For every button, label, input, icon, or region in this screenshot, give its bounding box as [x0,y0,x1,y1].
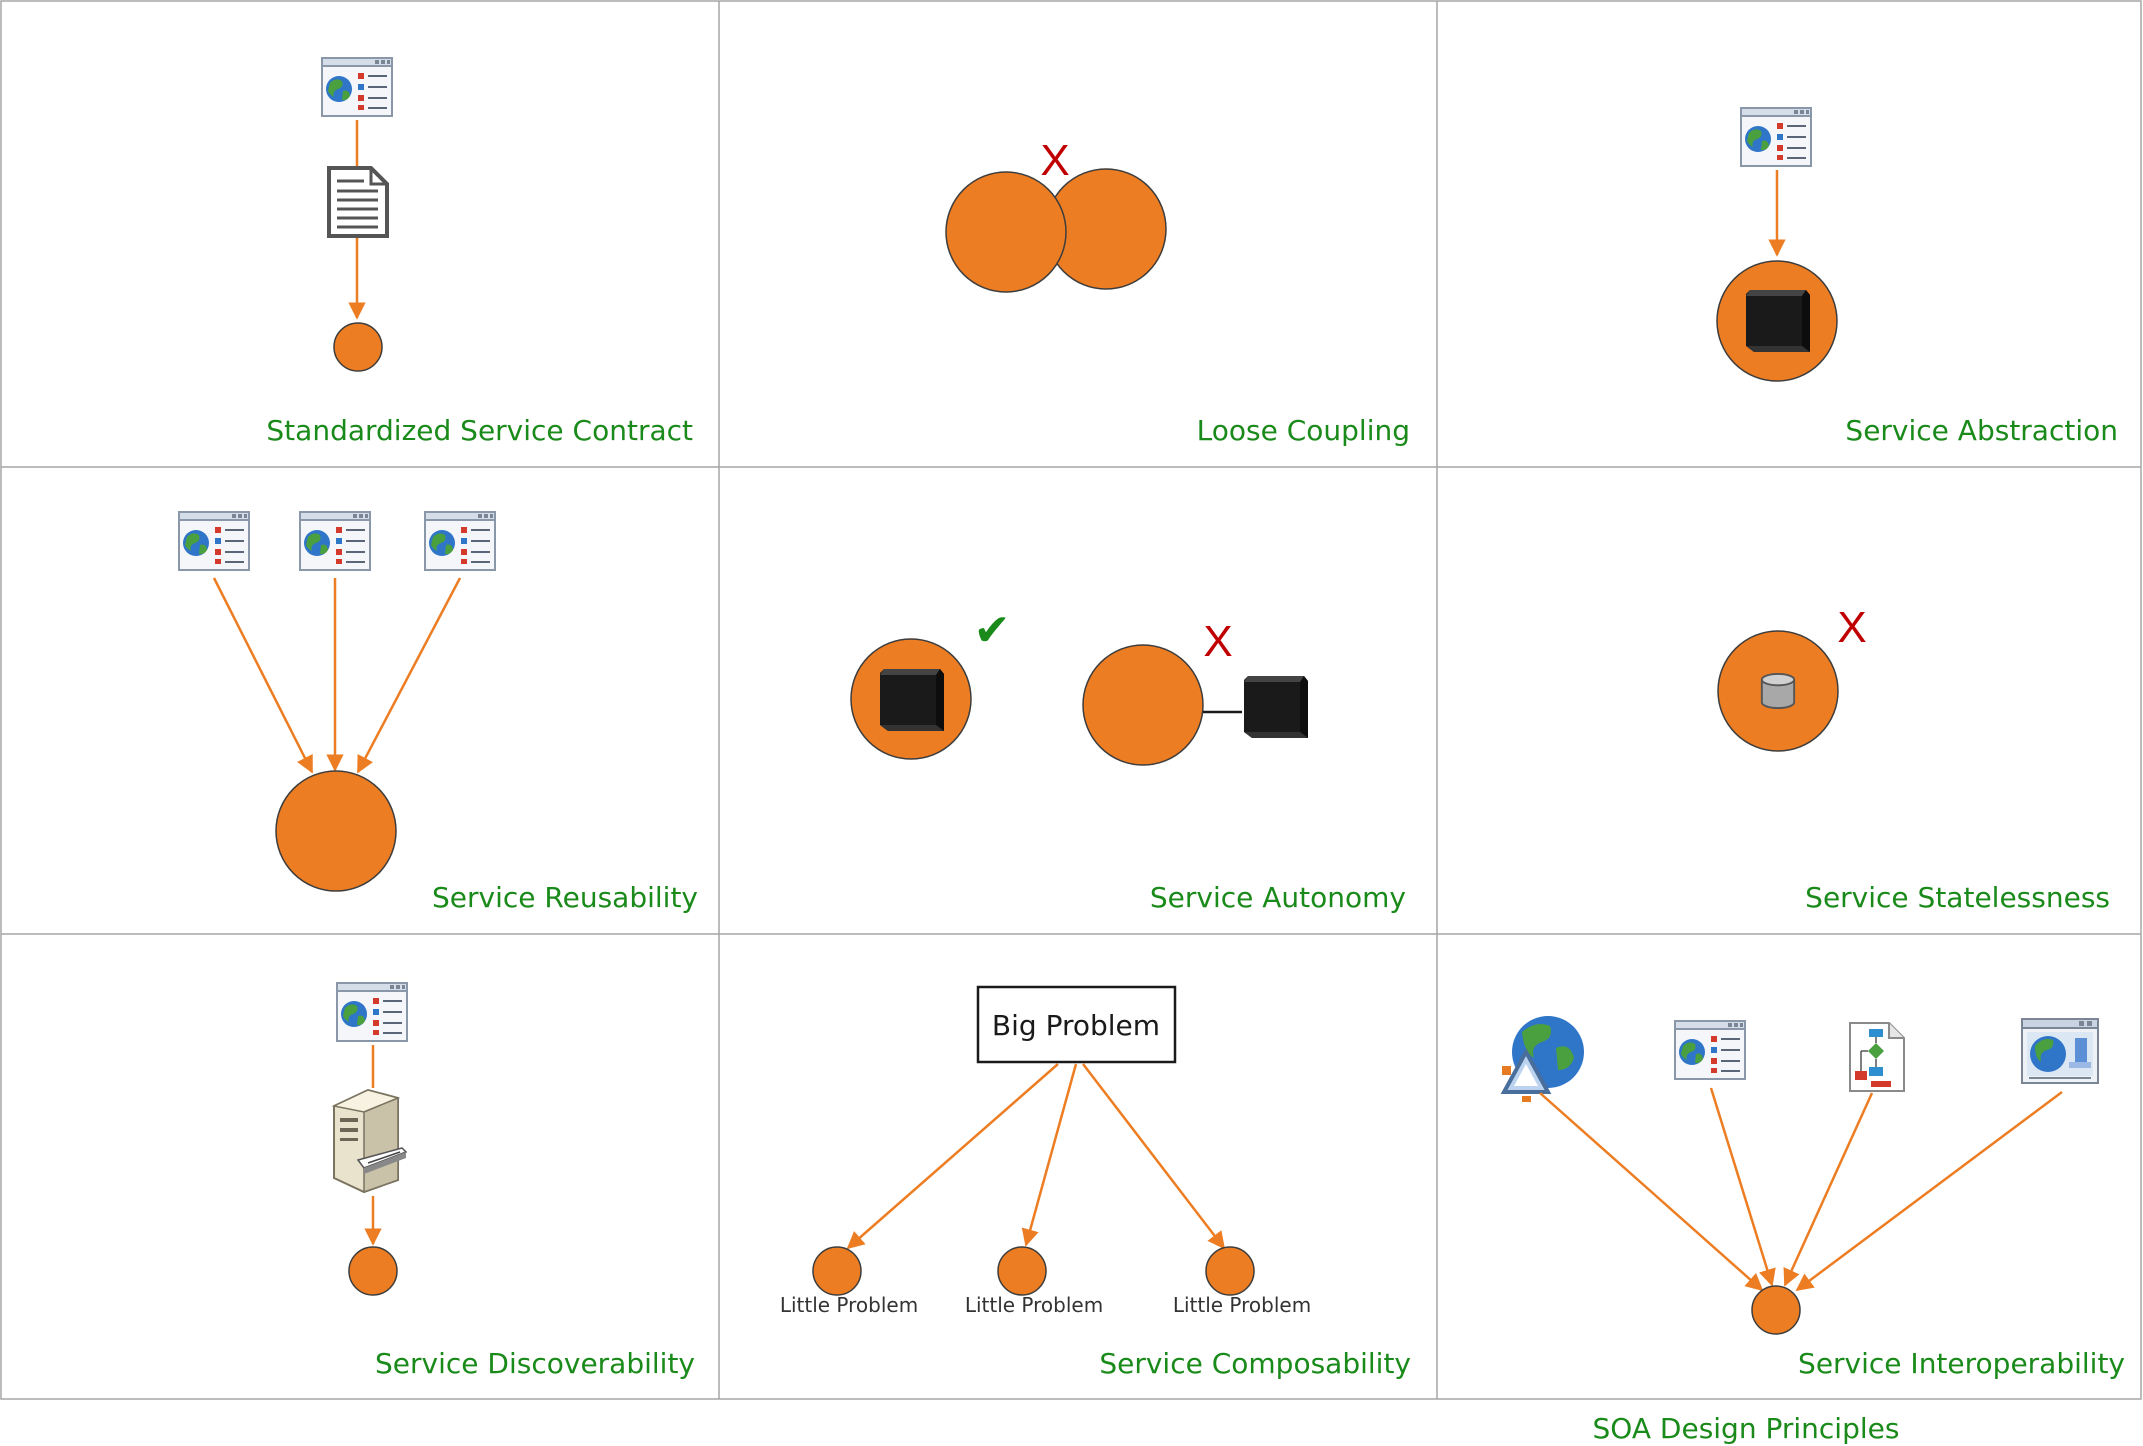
little-problem-label: Little Problem [1173,1293,1311,1317]
cell-service-discoverability: Service Discoverability [333,982,695,1380]
check-mark: ✔ [974,606,1011,655]
cell-label: Service Autonomy [1150,881,1406,914]
big-problem-box [976,985,1177,1064]
arrow [846,1063,1059,1250]
grid [0,0,2142,1400]
cell-service-composability: Big Problem Little Problem Little Proble… [780,985,1411,1380]
arrow [1021,1063,1078,1247]
arrow [212,577,314,774]
globe-triangle-icon [1500,1014,1586,1102]
cell-service-reusability: Service Reusability [178,511,698,914]
service-node [275,770,397,892]
web-service-icon [299,511,371,571]
black-box-icon [880,669,944,731]
cell-label: Service Statelessness [1805,881,2110,914]
arrow [356,577,462,774]
cell-label: Service Reusability [432,881,698,914]
service-node [333,322,383,372]
little-problem-label: Little Problem [965,1293,1103,1317]
service-node-left [945,171,1067,293]
big-problem-label: Big Problem [992,1009,1160,1042]
black-box-icon [1746,290,1810,352]
web-service-icon [1740,107,1812,167]
cell-service-interoperability: Service Interoperability [1500,1014,2125,1380]
cross-mark: X [1837,603,1866,652]
web-service-icon [424,511,496,571]
cell-label: Service Discoverability [375,1347,695,1380]
web-service-icon [1674,1020,1746,1080]
cell-label: Loose Coupling [1197,414,1410,447]
cross-mark: X [1203,617,1232,666]
database-icon [1760,672,1796,710]
globe-chart-window-icon [2021,1018,2099,1084]
cell-label: Service Composability [1099,1347,1411,1380]
cross-mark: X [1040,136,1069,185]
grid-frame [0,0,2142,1400]
web-service-icon [321,57,393,117]
cell-loose-coupling: X Loose Coupling [945,136,1410,447]
black-box-icon [1244,676,1308,738]
cell-label: Service Interoperability [1798,1347,2125,1380]
arrow [1709,1087,1776,1287]
little-problem-node [1205,1246,1255,1296]
little-problem-label: Little Problem [780,1293,918,1317]
cell-standardized-service-contract: Standardized Service Contract [266,57,693,447]
arrow [1539,1092,1764,1292]
arrow [1795,1090,2063,1292]
cell-service-abstraction: Service Abstraction [1716,107,2118,447]
cell-label: Service Abstraction [1845,414,2118,447]
arrow [1783,1092,1874,1287]
cell-service-statelessness: X Service Statelessness [1717,603,2110,914]
little-problem-node [812,1246,862,1296]
diagram-title: SOA Design Principles [1593,1412,1900,1445]
cell-label: Standardized Service Contract [266,414,693,447]
service-node [348,1246,398,1296]
service-node-dependent [1082,644,1204,766]
cell-service-autonomy: ✔ X Service Autonomy [850,606,1406,914]
service-node [1751,1285,1801,1335]
web-service-icon [178,511,250,571]
little-problem-node [997,1246,1047,1296]
document-icon [327,166,389,238]
flowchart-file-icon [1849,1022,1905,1092]
server-icon [333,1089,407,1193]
web-service-icon [336,982,408,1042]
arrow [1082,1063,1226,1250]
